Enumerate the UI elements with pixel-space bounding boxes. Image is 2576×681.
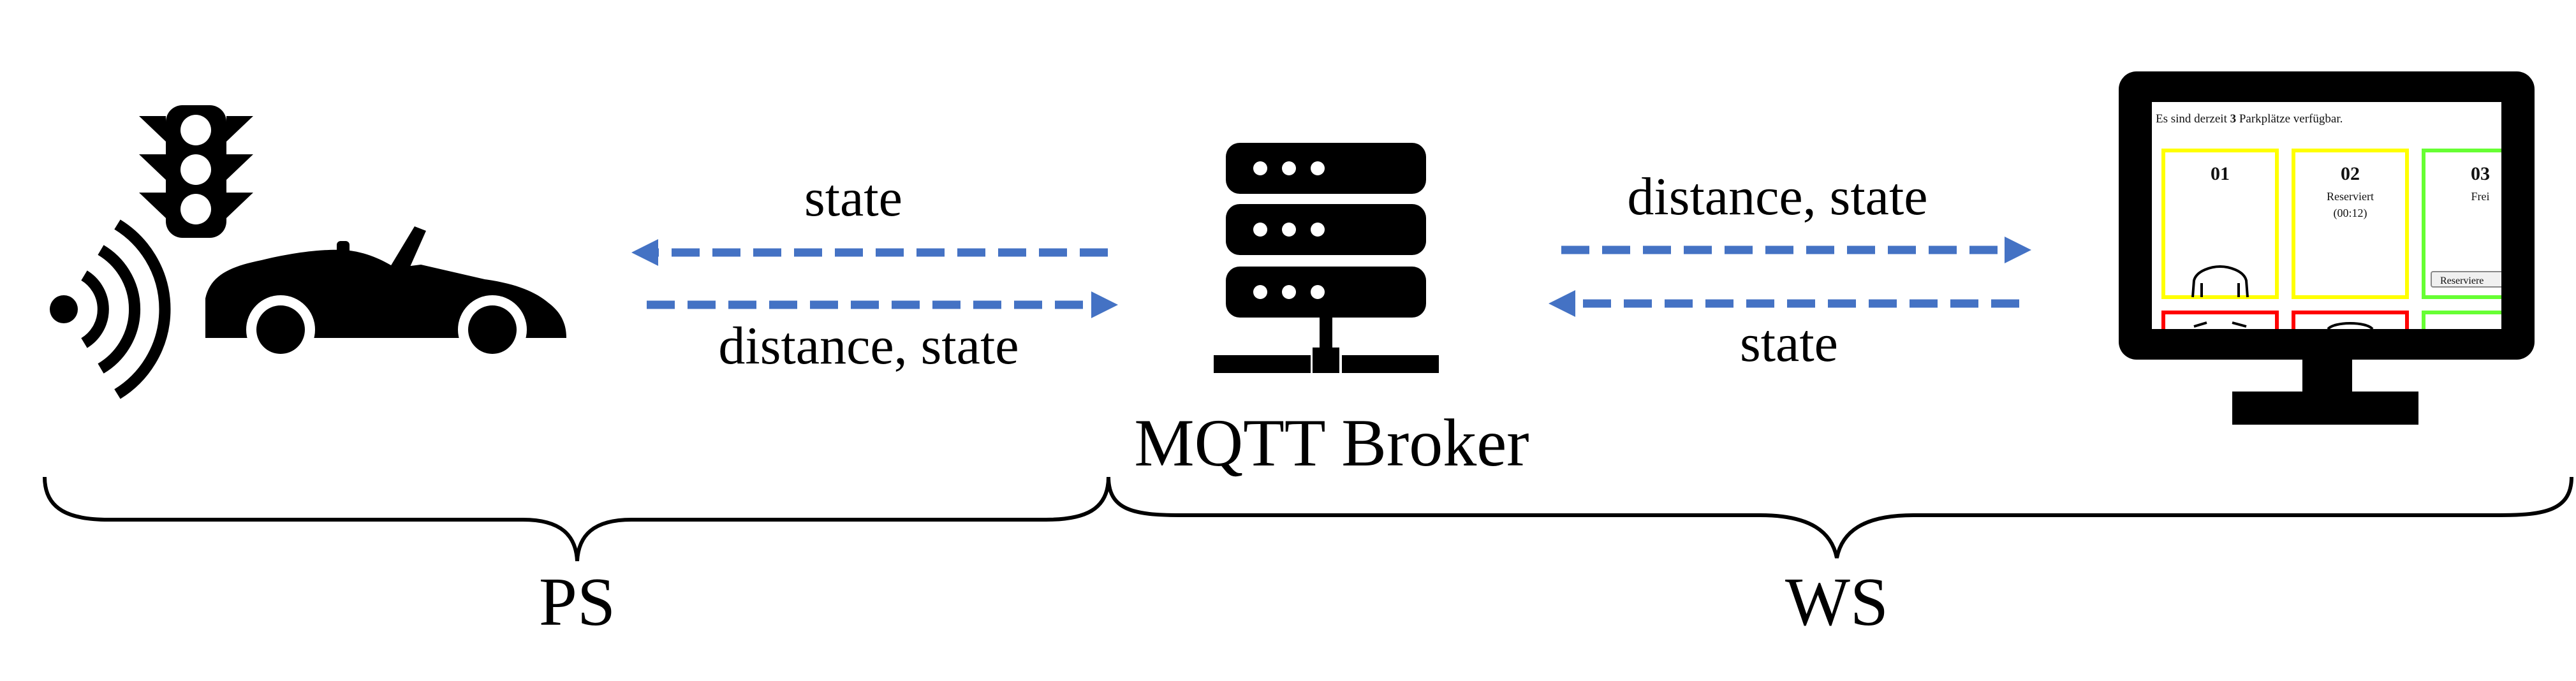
car-icon xyxy=(205,226,566,364)
traffic-light-icon xyxy=(139,105,253,238)
ps-brace xyxy=(43,476,1110,562)
web-interface-screen: Es sind derzeit 3 Parkplätze verfügbar. … xyxy=(2156,112,2537,351)
reserve-button-label: Reserviere xyxy=(2440,275,2484,286)
spot-03-number: 03 xyxy=(2471,163,2490,184)
parking-spot-06[interactable] xyxy=(2422,311,2537,351)
wireless-signal-icon xyxy=(50,219,171,399)
spot-03-status: Frei xyxy=(2471,190,2490,203)
right-top-label: distance, state xyxy=(1627,167,1927,226)
right-arrow-to-ws xyxy=(1561,237,2031,263)
car-top-view-icon-2 xyxy=(2327,322,2374,329)
reserve-button[interactable] xyxy=(2431,271,2527,288)
server-icon xyxy=(1214,143,1439,373)
ps-group-label: PS xyxy=(539,564,615,640)
ws-group-label: WS xyxy=(1785,564,1888,640)
parking-spot-01[interactable] xyxy=(2161,149,2279,299)
ws-brace xyxy=(1107,476,2573,559)
left-arrow-to-broker xyxy=(647,291,1118,318)
left-bottom-label: distance, state xyxy=(718,316,1019,376)
left-arrow-to-ps xyxy=(631,239,1108,266)
spot-02-status: Reserviert xyxy=(2327,190,2374,203)
car-top-view-icon xyxy=(2191,265,2249,298)
monitor-icon xyxy=(2119,71,2535,425)
car-side-icon xyxy=(2193,321,2247,328)
spot-02-timer: (00:12) xyxy=(2334,207,2367,220)
spot-02-number: 02 xyxy=(2341,163,2360,184)
right-bottom-label: state xyxy=(1740,314,1838,373)
parking-spot-05[interactable] xyxy=(2292,311,2409,351)
broker-label: MQTT Broker xyxy=(1134,406,1529,480)
spot-01-number: 01 xyxy=(2211,163,2230,184)
parking-spot-04[interactable] xyxy=(2161,311,2279,351)
left-top-label: state xyxy=(804,168,902,228)
parking-spot-02[interactable] xyxy=(2292,149,2409,299)
right-arrow-to-broker xyxy=(1549,290,2019,317)
parking-spot-03[interactable] xyxy=(2422,149,2537,299)
availability-headline: Es sind derzeit 3 Parkplätze verfügbar. xyxy=(2156,112,2343,126)
